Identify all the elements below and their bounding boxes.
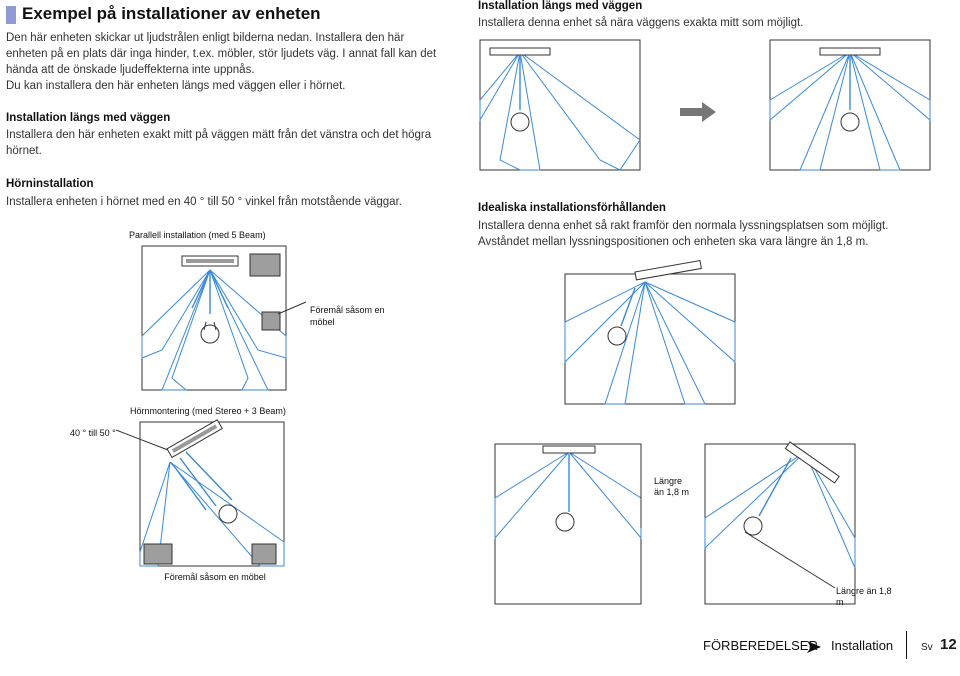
listener-icon [555, 512, 575, 532]
furniture-block-left [143, 543, 173, 565]
intro-paragraph-2: Du kan installera den här enheten längs … [6, 80, 346, 92]
arrow-right-icon [680, 102, 716, 122]
wall-install-heading: Installation längs med väggen [6, 112, 171, 124]
intro-paragraph: Den här enheten skickar ut ljudstrålen e… [6, 32, 437, 76]
parallel-caption: Parallell installation (med 5 Beam) [129, 230, 266, 240]
breadcrumb-arrow-icon [807, 641, 821, 653]
corner-install-diagram [115, 419, 285, 567]
furniture-block [249, 253, 281, 277]
page-title: Exempel på installationer av enheten [6, 4, 446, 26]
parallel-furniture-callout: Föremål såsom en möbel [310, 305, 385, 327]
breadcrumb-chapter: FÖRBEREDELSER [703, 638, 818, 653]
listener-icon [200, 324, 220, 344]
footer-divider [906, 631, 907, 659]
right-wall-text: Installera denna enhet så nära väggens e… [478, 17, 804, 29]
room-outline [141, 245, 287, 391]
listener-icon [743, 516, 763, 536]
page-title-text: Exempel på installationer av enheten [22, 4, 321, 23]
corner-furniture-callout: Föremål såsom en möbel [164, 572, 266, 582]
furniture-block-small [261, 311, 281, 331]
title-accent-bar [6, 6, 16, 24]
distance-label-1: Längre än 1,8 m [654, 476, 690, 497]
footer-language: Sv [921, 642, 933, 653]
corner-install-heading: Hörninstallation [6, 178, 94, 190]
angle-label: 40 ° till 50 ° [70, 428, 116, 438]
furniture-block-right [251, 543, 277, 565]
breadcrumb-section: Installation [831, 638, 894, 653]
ideal-line-1: Installera denna enhet så rakt framför d… [478, 220, 889, 232]
distance-label-2: Längre än 1,8 m [836, 586, 892, 607]
listener-icon [840, 112, 860, 132]
wall-compare-diagram [479, 39, 931, 171]
corner-caption: Hörnmontering (med Stereo + 3 Beam) [130, 406, 286, 416]
room-outline [139, 421, 285, 567]
ideal-heading: Idealiska installationsförhållanden [478, 202, 666, 214]
wall-install-text: Installera den här enheten exakt mitt på… [6, 129, 432, 157]
corner-install-text: Installera enheten i hörnet med en 40 ° … [6, 196, 402, 208]
ideal-diagram-bottom [494, 441, 856, 605]
ideal-diagram-top [564, 259, 736, 405]
page-number: 12 [940, 636, 957, 653]
listener-icon [218, 504, 238, 524]
listener-icon [510, 112, 530, 132]
right-wall-heading: Installation längs med väggen [478, 0, 643, 12]
ideal-line-2: Avståndet mellan lyssningspositionen och… [478, 236, 869, 248]
parallel-install-diagram [141, 245, 287, 391]
listener-icon [607, 326, 627, 346]
